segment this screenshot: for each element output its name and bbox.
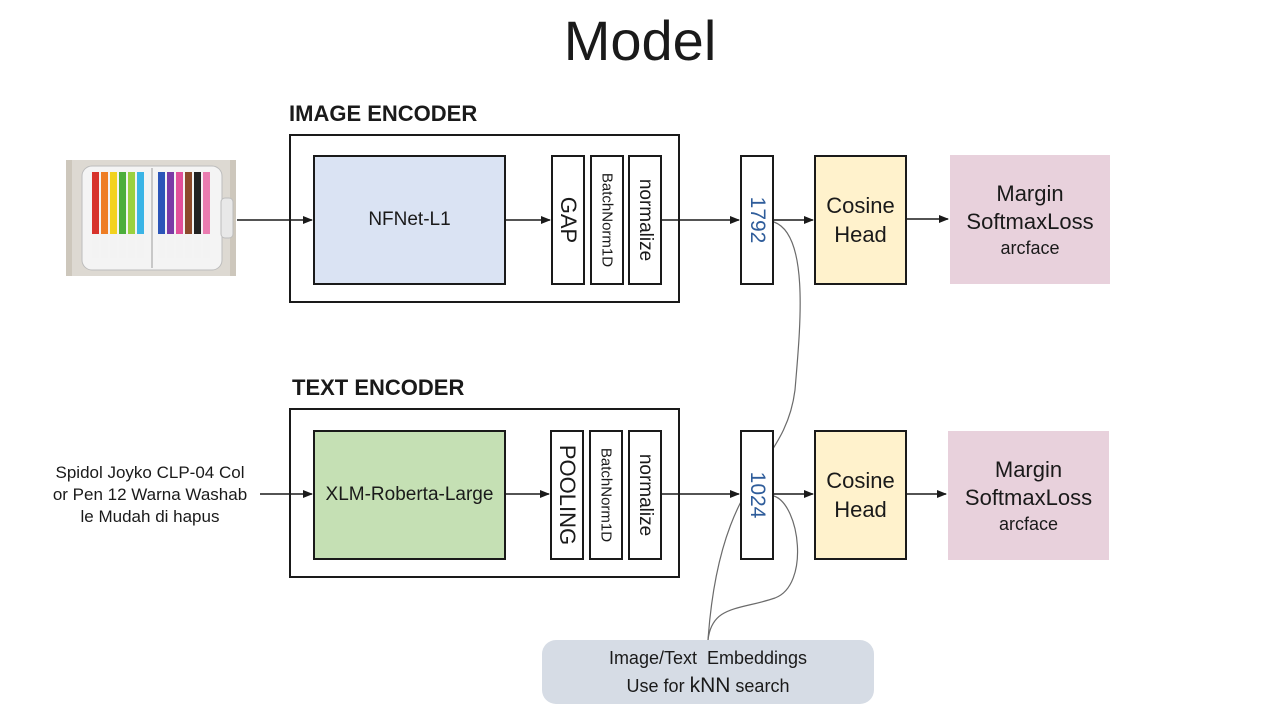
pooling-layer-box: POOLING <box>550 430 584 560</box>
image-loss-box: Margin SoftmaxLoss arcface <box>950 155 1110 284</box>
curve-1024-to-embeddings <box>707 495 799 641</box>
image-cosine-head-box: Cosine Head <box>814 155 907 285</box>
embeddings-line2: Use for kNN search <box>627 672 790 700</box>
loss-softmax-txt: SoftmaxLoss <box>964 484 1093 510</box>
input-product-image <box>66 160 236 276</box>
cosine-head-line1-txt: Cosine <box>826 468 895 493</box>
text-embedding-dim-box: 1024 <box>740 430 774 560</box>
batchnorm-layer-label-txt: BatchNorm1D <box>597 447 615 543</box>
loss-arcface-txt: arcface <box>998 513 1059 534</box>
image-embedding-dim: 1792 <box>746 196 769 244</box>
embeddings-line1: Image/Text Embeddings <box>608 648 808 668</box>
gap-layer-label: GAP <box>556 196 581 244</box>
image-encoder-label: IMAGE ENCODER <box>289 101 478 126</box>
batchnorm-layer-box-txt: BatchNorm1D <box>589 430 623 560</box>
text-cosine-head-box: Cosine Head <box>814 430 907 560</box>
normalize-layer-label-txt: normalize <box>635 453 656 537</box>
text-loss-box: Margin SoftmaxLoss arcface <box>948 431 1109 560</box>
normalize-layer-box-txt: normalize <box>628 430 662 560</box>
cosine-head-line2-txt: Head <box>834 497 887 522</box>
text-encoder-frame <box>289 408 680 578</box>
text-encoder-label: TEXT ENCODER <box>292 375 465 400</box>
embeddings-knn: kNN <box>689 674 731 697</box>
normalize-layer-box-img: normalize <box>628 155 662 285</box>
embeddings-use-for: Use for <box>626 676 690 696</box>
curve-1792-to-embeddings <box>707 221 801 641</box>
embeddings-knn-box: Image/Text Embeddings Use for kNN search <box>542 640 874 704</box>
input-text-line3: le Mudah di hapus <box>80 507 220 526</box>
normalize-layer-label-img: normalize <box>635 178 656 262</box>
loss-arcface-img: arcface <box>1000 237 1060 258</box>
image-encoder-frame <box>289 134 680 303</box>
gap-layer-box: GAP <box>551 155 585 285</box>
input-product-title: Spidol Joyko CLP-04 Col or Pen 12 Warna … <box>40 462 260 528</box>
cosine-head-line2-img: Head <box>834 222 887 247</box>
input-text-line1: Spidol Joyko CLP-04 Col <box>55 463 245 482</box>
text-embedding-dim: 1024 <box>746 471 769 519</box>
batchnorm-layer-box-img: BatchNorm1D <box>590 155 624 285</box>
image-embedding-dim-box: 1792 <box>740 155 774 285</box>
loss-softmax-img: SoftmaxLoss <box>966 208 1094 234</box>
xlm-roberta-backbone-box: XLM-Roberta-Large <box>313 430 506 560</box>
loss-margin-img: Margin <box>996 180 1064 206</box>
loss-margin-txt: Margin <box>994 456 1063 482</box>
batchnorm-layer-label-img: BatchNorm1D <box>598 172 616 268</box>
markers-picture <box>66 160 236 276</box>
cosine-head-line1-img: Cosine <box>826 193 895 218</box>
embeddings-search: search <box>730 676 790 696</box>
nfnet-backbone-box: NFNet-L1 <box>313 155 506 285</box>
input-text-line2: or Pen 12 Warna Washab <box>52 485 248 504</box>
pooling-layer-label: POOLING <box>555 444 580 546</box>
page-title: Model <box>563 9 717 72</box>
